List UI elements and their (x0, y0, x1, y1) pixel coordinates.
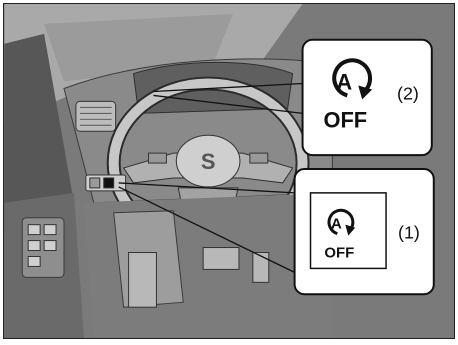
callout-1: A OFF (1) (295, 169, 434, 294)
dashboard-illustration: S A OFF (4, 4, 454, 338)
door-switch-panel (22, 218, 64, 278)
icon-letter-small: A (331, 217, 342, 233)
left-air-vent (76, 101, 116, 131)
icon-letter-large: A (336, 69, 352, 94)
callout-label-2: (2) (397, 83, 419, 103)
callout-label-1: (1) (398, 223, 420, 243)
callout-2: A OFF (2) (303, 40, 432, 155)
icon-off-label-small: OFF (324, 245, 354, 261)
icon-off-label-large: OFF (323, 107, 367, 132)
figure-frame: S A OFF (3, 3, 455, 339)
brand-logo: S (201, 149, 216, 174)
